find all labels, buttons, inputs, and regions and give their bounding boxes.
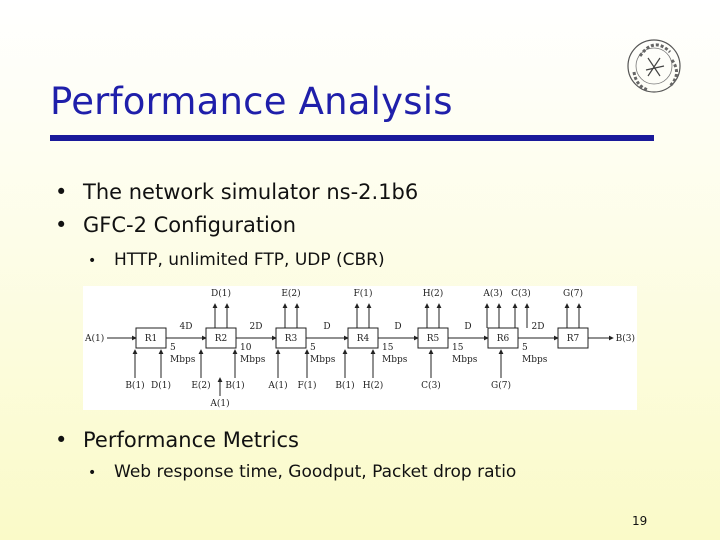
bullet-item: • The network simulator ns-2.1b6 xyxy=(55,176,418,209)
metrics-sub-list: • Web response time, Goodput, Packet drop… xyxy=(88,460,516,485)
link-delay-label: D xyxy=(394,322,401,332)
link-delay-label: 2D xyxy=(532,322,545,332)
source-label: A(1) xyxy=(209,398,229,409)
sub-bullet-item: • HTTP, unlimited FTP, UDP (CBR) xyxy=(88,248,385,273)
router-node xyxy=(417,327,449,349)
source-label: B(1) xyxy=(125,380,144,391)
sink-label: C(3) xyxy=(511,288,531,299)
link-speed-label: Mbps xyxy=(240,355,266,365)
link-speed-label: Mbps xyxy=(310,355,336,365)
router-label: R5 xyxy=(427,334,440,344)
router-node xyxy=(347,327,379,349)
bullet-glyph: • xyxy=(55,428,68,452)
bullet-glyph: • xyxy=(55,213,68,237)
router-node xyxy=(487,327,519,349)
source-label: D(1) xyxy=(151,380,171,391)
sink-label: E(2) xyxy=(281,288,300,299)
metrics-bullet: • Performance Metrics xyxy=(55,424,299,457)
bullet-text: The network simulator ns-2.1b6 xyxy=(83,180,419,204)
link-speed-label: Mbps xyxy=(170,355,196,365)
bullet-text: GFC-2 Configuration xyxy=(83,213,297,237)
link-speed-label: Mbps xyxy=(452,355,478,365)
link-speed-label: 15 xyxy=(382,343,394,353)
source-label: B(1) xyxy=(225,380,244,391)
router-label: R3 xyxy=(285,334,298,344)
university-seal-icon xyxy=(627,39,681,93)
metrics-bullet-text: Performance Metrics xyxy=(83,428,299,452)
link-speed-label: 5 xyxy=(310,343,316,353)
source-label: C(3) xyxy=(421,380,441,391)
router-label: R1 xyxy=(145,334,158,344)
sub-bullet-item: • Web response time, Goodput, Packet drop… xyxy=(88,460,516,485)
router-label: R6 xyxy=(497,334,510,344)
main-bullet-list: • The network simulator ns-2.1b6 • GFC-2 C… xyxy=(55,176,418,242)
title-underline xyxy=(50,135,654,141)
router-label: R4 xyxy=(357,334,370,344)
endpoint-label: B(3) xyxy=(616,333,635,344)
sub-bullet-text: HTTP, unlimited FTP, UDP (CBR) xyxy=(114,250,385,270)
link-speed-label: Mbps xyxy=(382,355,408,365)
sink-label: G(7) xyxy=(563,288,583,299)
page-number: 19 xyxy=(632,514,648,528)
bullet-glyph: • xyxy=(55,180,68,204)
sink-label: D(1) xyxy=(211,288,231,299)
link-delay-label: 4D xyxy=(180,322,193,332)
router-label: R2 xyxy=(215,334,228,344)
link-delay-label: 2D xyxy=(250,322,263,332)
link-speed-label: 5 xyxy=(522,343,528,353)
source-label: E(2) xyxy=(191,380,210,391)
sink-label: A(3) xyxy=(482,288,502,299)
router-node xyxy=(557,327,589,349)
link-speed-label: 15 xyxy=(452,343,464,353)
source-label: G(7) xyxy=(491,380,511,391)
source-label: A(1) xyxy=(267,380,287,391)
endpoint-label: A(1) xyxy=(84,333,104,344)
bullet-glyph: • xyxy=(88,253,97,269)
traffic-sub-list: • HTTP, unlimited FTP, UDP (CBR) xyxy=(88,248,385,273)
source-label: H(2) xyxy=(363,380,384,391)
source-label: F(1) xyxy=(298,380,317,391)
bullet-glyph: • xyxy=(88,465,97,481)
link-delay-label: D xyxy=(323,322,330,332)
sink-label: H(2) xyxy=(423,288,444,299)
router-node xyxy=(205,327,237,349)
link-speed-label: 10 xyxy=(240,343,252,353)
link-speed-label: 5 xyxy=(170,343,176,353)
router-label: R7 xyxy=(567,334,580,344)
bullet-item: • GFC-2 Configuration xyxy=(55,209,418,242)
link-delay-label: D xyxy=(464,322,471,332)
sink-label: F(1) xyxy=(354,288,373,299)
router-node xyxy=(135,327,167,349)
link-speed-label: Mbps xyxy=(522,355,548,365)
router-node xyxy=(275,327,307,349)
sub-bullet-text: Web response time, Goodput, Packet drop … xyxy=(114,462,517,482)
source-label: B(1) xyxy=(335,380,354,391)
slide-title: Performance Analysis xyxy=(50,80,453,123)
